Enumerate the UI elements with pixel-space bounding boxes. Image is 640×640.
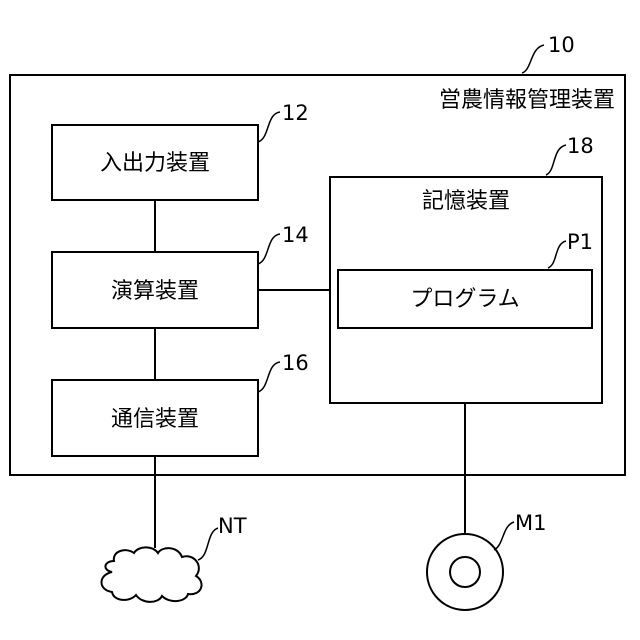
medium-ref: M1	[515, 511, 546, 535]
system-ref: 10	[548, 33, 575, 57]
processor-ref: 14	[282, 223, 309, 247]
storage-ref: 18	[567, 134, 594, 158]
processor-label: 演算装置	[111, 279, 199, 304]
io-device-box: 入出力装置	[52, 125, 258, 200]
program-ref: P1	[567, 230, 593, 254]
network-leader-line	[198, 528, 218, 560]
medium-leader-line	[494, 522, 514, 550]
disc-medium-icon	[427, 534, 503, 610]
system-leader-line	[522, 45, 544, 73]
program-box: プログラム	[338, 270, 592, 328]
program-label: プログラム	[410, 287, 519, 312]
network-cloud-icon	[102, 547, 202, 602]
comm-device-label: 通信装置	[111, 407, 199, 432]
system-label: 営農情報管理装置	[439, 88, 615, 113]
comm-device-box: 通信装置	[52, 380, 258, 456]
io-device-label: 入出力装置	[100, 151, 210, 176]
processor-box: 演算装置	[52, 252, 258, 328]
storage-label: 記憶装置	[422, 189, 510, 214]
network-ref: NT	[218, 514, 247, 538]
comm-device-ref: 16	[282, 351, 309, 375]
io-device-ref: 12	[282, 101, 309, 125]
